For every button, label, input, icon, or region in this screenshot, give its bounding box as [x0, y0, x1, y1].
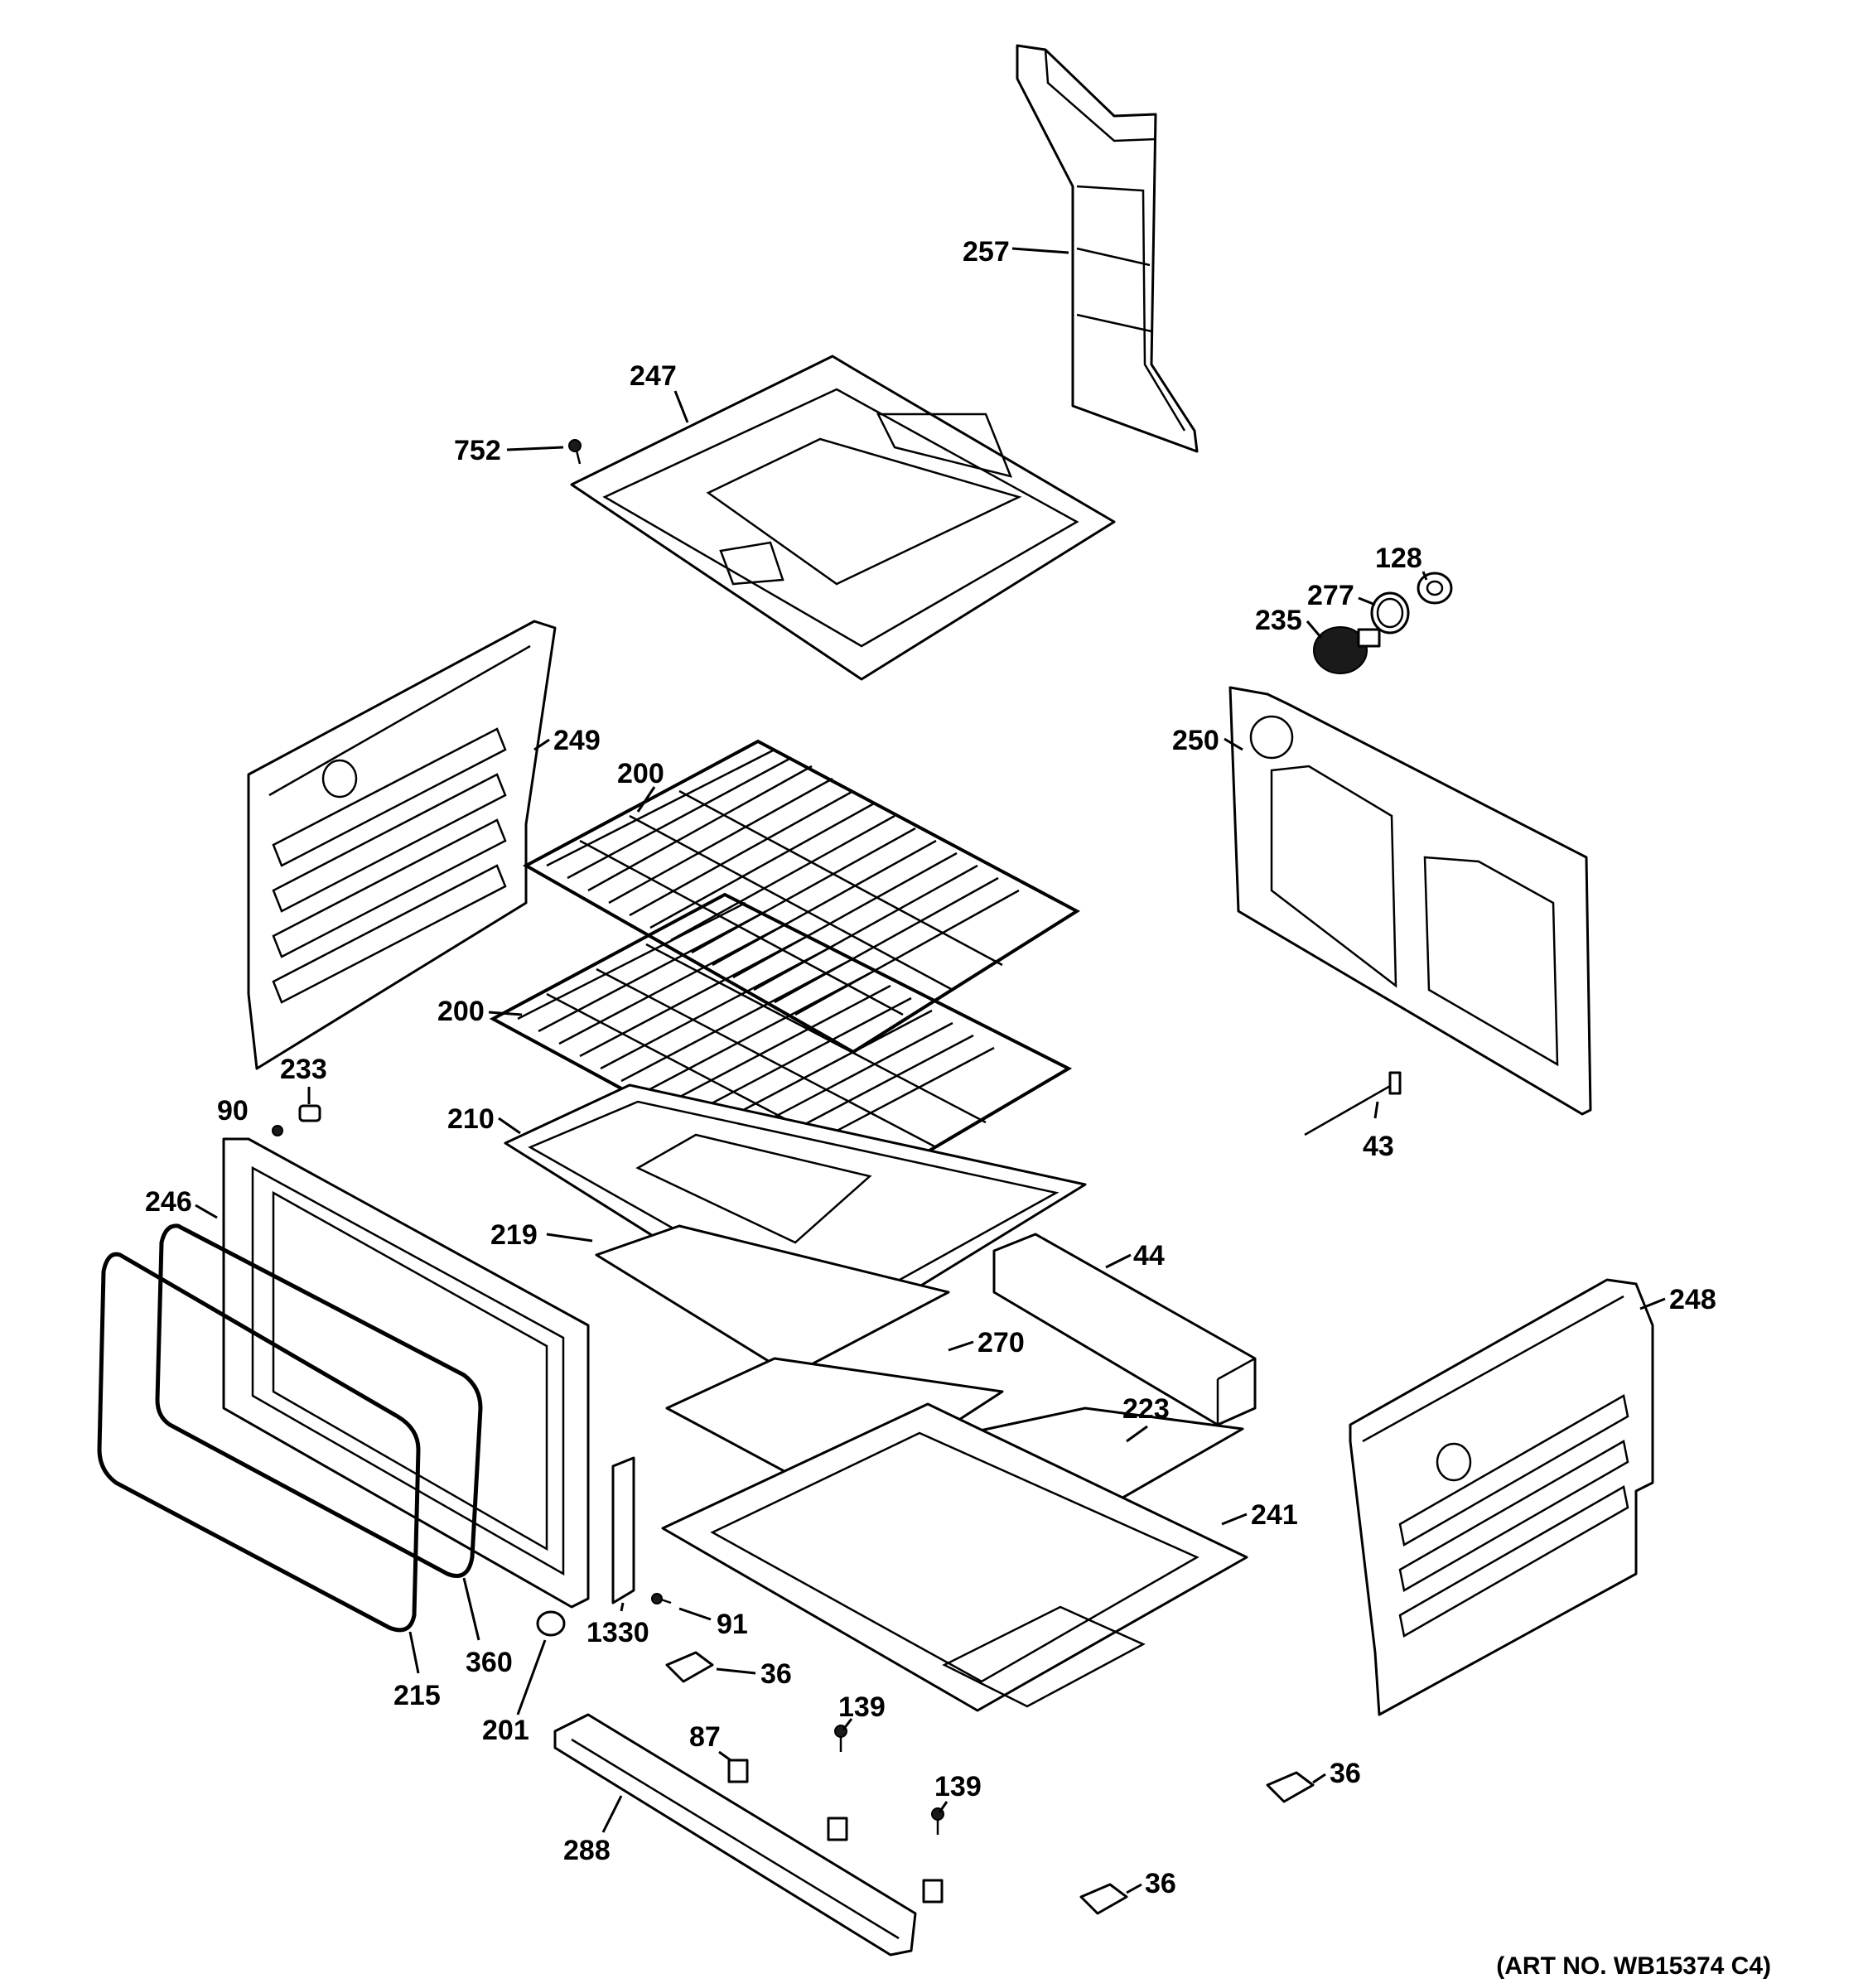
callout-360: 360	[466, 1647, 513, 1678]
part-1330-hinge	[611, 1456, 635, 1604]
callout-36-c: 36	[1145, 1868, 1176, 1899]
callout-44: 44	[1133, 1240, 1165, 1271]
part-36-leveling-leg-c	[1079, 1883, 1128, 1915]
callout-288: 288	[563, 1835, 611, 1866]
callout-219: 219	[490, 1219, 538, 1251]
part-219-heat-shield	[595, 1224, 950, 1377]
callout-200-lower: 200	[437, 996, 485, 1027]
callout-139-a: 139	[838, 1691, 886, 1723]
callout-91: 91	[717, 1609, 748, 1640]
part-201-cap	[536, 1610, 566, 1637]
callout-277: 277	[1307, 580, 1354, 611]
callout-215: 215	[393, 1680, 441, 1711]
part-288-kick-panel	[553, 1713, 917, 1957]
part-128-nut	[1417, 572, 1453, 605]
part-247-top-panel	[570, 355, 1116, 681]
callout-223: 223	[1122, 1393, 1170, 1425]
part-270-insulation	[665, 1357, 1004, 1501]
callout-257: 257	[963, 236, 1010, 268]
part-44-rear-channel	[992, 1233, 1257, 1426]
callout-36-b: 36	[1330, 1758, 1361, 1789]
part-246-door-frame	[222, 1137, 590, 1609]
callout-36-a: 36	[760, 1658, 792, 1690]
callout-250: 250	[1172, 725, 1219, 756]
part-250-back-panel	[1228, 686, 1592, 1116]
art-number: (ART NO. WB15374 C4)	[1496, 1952, 1771, 1980]
callout-233: 233	[280, 1054, 327, 1085]
part-87-clip	[727, 1759, 749, 1783]
part-36-leveling-leg-a	[665, 1651, 714, 1683]
part-36-leveling-leg-b	[1266, 1771, 1315, 1803]
part-360-inner-gasket	[155, 1223, 483, 1578]
callout-90: 90	[217, 1095, 249, 1127]
callout-43: 43	[1363, 1131, 1394, 1162]
callout-248: 248	[1669, 1284, 1716, 1315]
part-235-fan-blade	[1313, 626, 1381, 674]
part-clip-right	[922, 1879, 944, 1904]
part-752-screw	[568, 439, 582, 465]
part-215-outer-gasket	[97, 1252, 421, 1633]
part-91-screw	[651, 1593, 672, 1604]
part-200-upper-rack	[522, 739, 1080, 1054]
callout-270: 270	[977, 1327, 1025, 1358]
part-139-screw-b	[931, 1807, 944, 1835]
part-277-gasket	[1370, 591, 1410, 635]
callout-1330: 1330	[586, 1617, 649, 1648]
part-clip-mid	[827, 1817, 848, 1841]
leader-lines	[195, 247, 1666, 1894]
callout-247: 247	[630, 360, 677, 392]
part-257-vent-duct	[1016, 44, 1199, 453]
part-233-lamp-socket	[298, 1104, 321, 1122]
callout-210: 210	[447, 1103, 495, 1135]
callout-139-b: 139	[934, 1771, 982, 1802]
callout-241: 241	[1251, 1499, 1298, 1531]
callout-128: 128	[1375, 543, 1422, 574]
callout-246: 246	[145, 1186, 192, 1218]
callout-235: 235	[1255, 605, 1302, 636]
callout-752: 752	[454, 435, 501, 466]
callout-87: 87	[689, 1721, 721, 1753]
callout-249: 249	[553, 725, 601, 756]
part-248-right-side-panel	[1349, 1278, 1654, 1716]
part-90-screw	[272, 1125, 283, 1136]
part-43-probe	[1304, 1071, 1402, 1136]
callout-201: 201	[482, 1715, 529, 1746]
callout-200-upper: 200	[617, 758, 664, 789]
part-241-base-panel	[661, 1402, 1248, 1712]
part-249-left-side-panel	[247, 620, 557, 1070]
callout-labels: 257 247 752 128 277 235 249 200 250 200 …	[145, 236, 1716, 1899]
